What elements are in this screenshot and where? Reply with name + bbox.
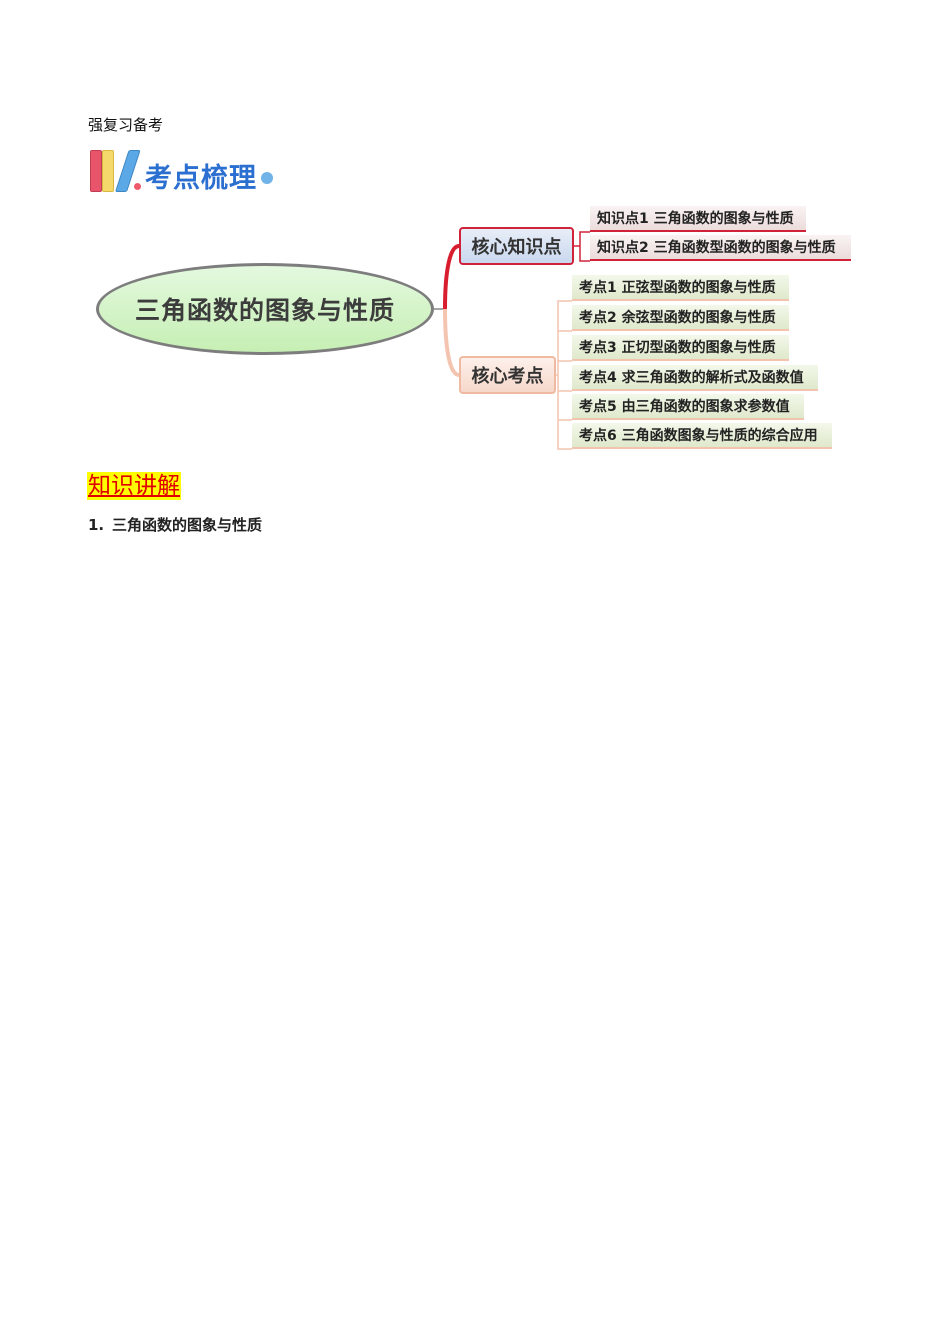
- connector-lines: [434, 231, 590, 450]
- root-node: 三角函数的图象与性质: [96, 263, 434, 355]
- leaf-exam-6: 考点6 三角函数图象与性质的综合应用: [572, 423, 832, 449]
- root-label: 三角函数的图象与性质: [134, 296, 395, 325]
- mind-map: 三角函数的图象与性质 核心知识点 核心考点 知识点1 三角函数的图象与性质 知识…: [0, 0, 950, 470]
- branch-label: 核心考点: [471, 366, 544, 387]
- knowledge-section-title: 知识讲解: [87, 472, 181, 500]
- branch-core-knowledge: 核心知识点: [459, 227, 574, 265]
- books-icon: [88, 150, 141, 194]
- dot-icon: [261, 172, 273, 184]
- leaf-exam-2: 考点2 余弦型函数的图象与性质: [572, 305, 789, 331]
- section-banner: 考点梳理: [88, 148, 273, 194]
- list-item-label: 三角函数的图象与性质: [112, 516, 263, 534]
- leaf-knowledge-1: 知识点1 三角函数的图象与性质: [590, 206, 806, 232]
- leaf-exam-5: 考点5 由三角函数的图象求参数值: [572, 394, 804, 420]
- leaf-exam-4: 考点4 求三角函数的解析式及函数值: [572, 365, 818, 391]
- leaf-exam-3: 考点3 正切型函数的图象与性质: [572, 335, 789, 361]
- section-title: 考点梳理: [145, 163, 257, 194]
- list-item: 1. 三角函数的图象与性质: [88, 514, 262, 535]
- leaf-exam-1: 考点1 正弦型函数的图象与性质: [572, 275, 789, 301]
- branch-label: 核心知识点: [471, 237, 562, 258]
- list-item-number: 1.: [88, 516, 105, 534]
- header-text: 强复习备考: [88, 116, 164, 134]
- dot-icon: [134, 183, 141, 190]
- leaf-knowledge-2: 知识点2 三角函数型函数的图象与性质: [590, 235, 851, 261]
- branch-core-exam-points: 核心考点: [459, 356, 556, 394]
